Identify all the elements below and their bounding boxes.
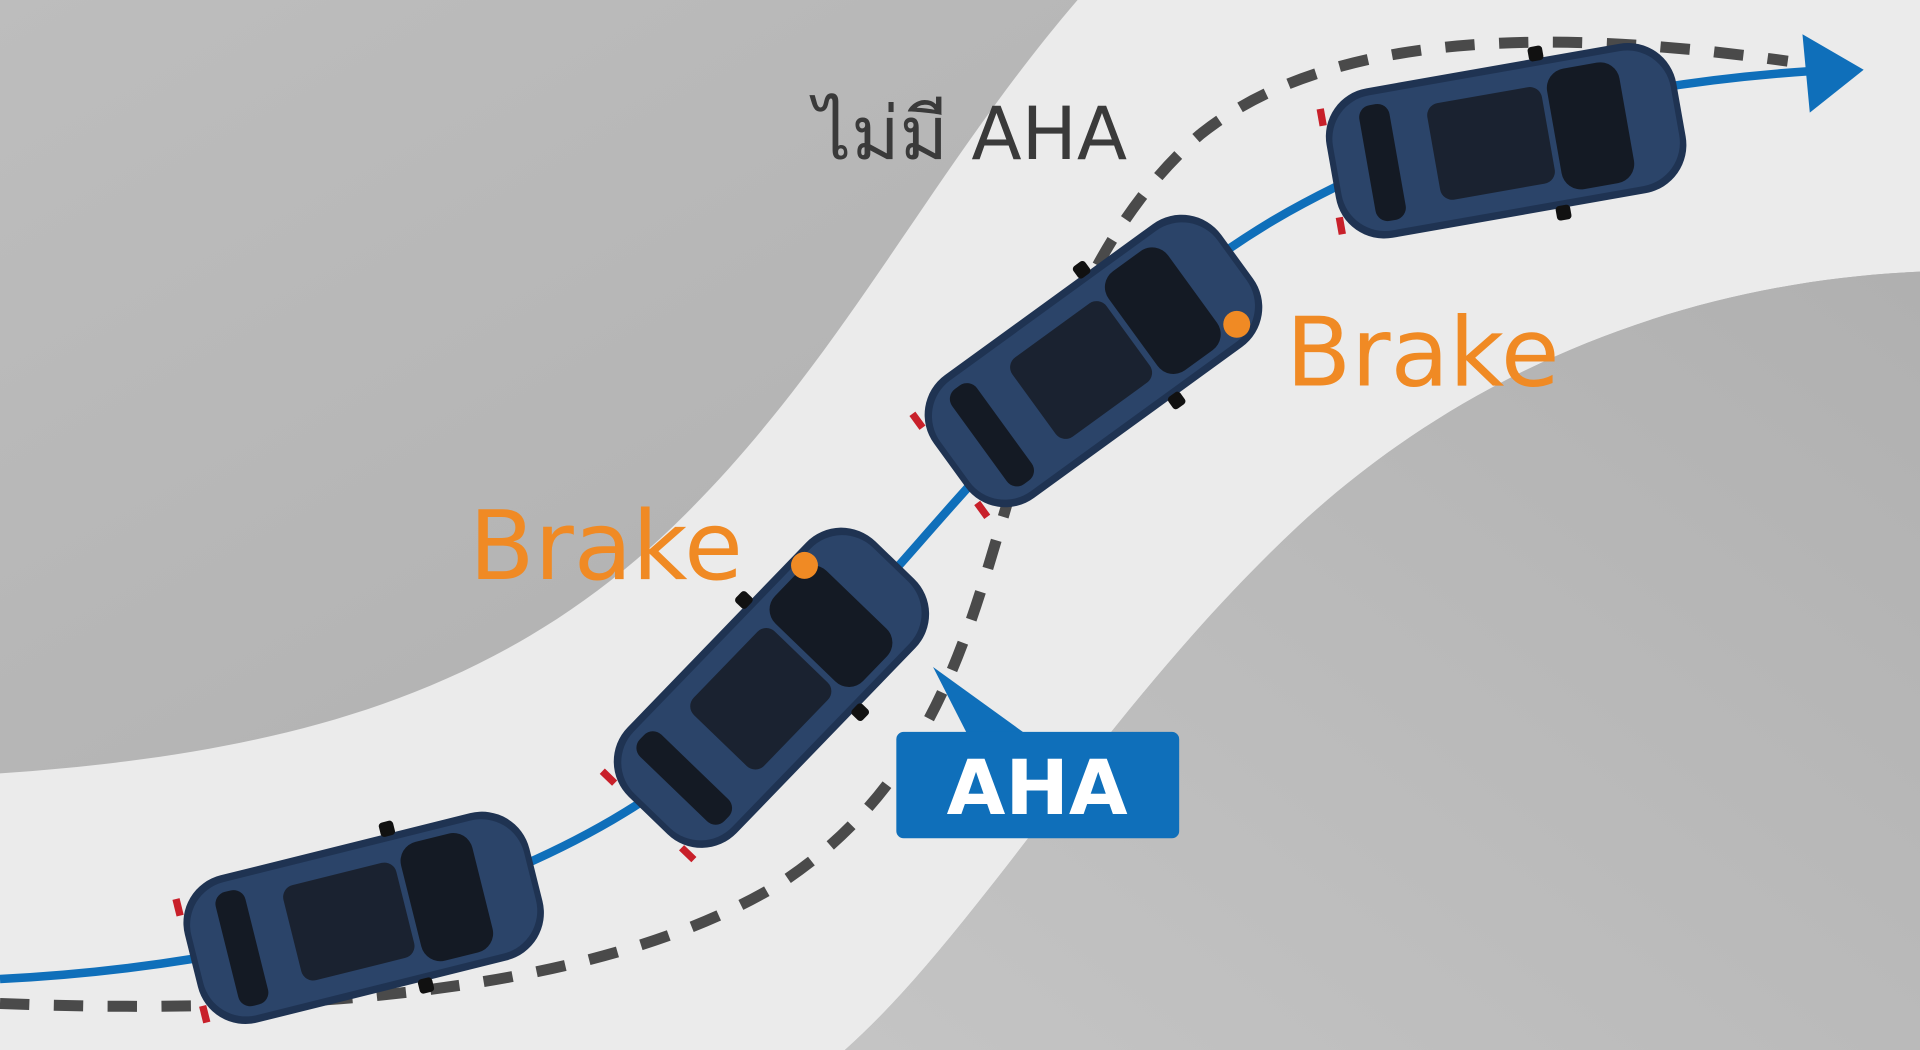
roadside-right <box>844 271 1920 1050</box>
brake-light-icon <box>791 551 818 579</box>
arrow-head-icon <box>1802 34 1864 113</box>
brake-label-2: Brake <box>1286 297 1560 409</box>
aha-badge <box>896 731 1180 839</box>
brake-label-1: Brake <box>469 490 743 602</box>
aha-badge-label: AHA <box>947 744 1128 832</box>
dashed-path-without-aha <box>0 36 1789 1012</box>
without-aha-label: ไม่มี AHA <box>809 92 1127 177</box>
aha-pointer-icon <box>933 666 1027 735</box>
brake-light-icon <box>1223 310 1251 338</box>
